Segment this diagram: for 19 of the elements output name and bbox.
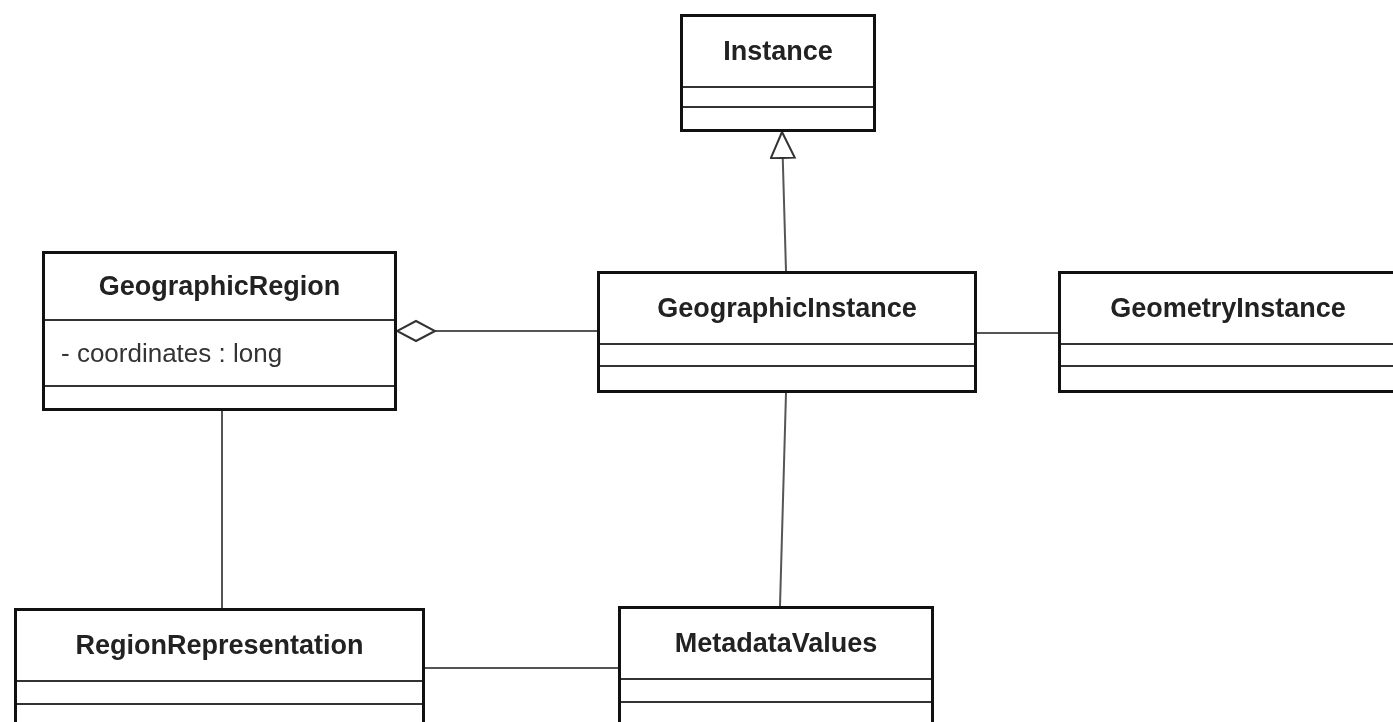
association-line (976, 332, 1059, 334)
class-box (14, 608, 425, 722)
attribute-text: - coordinates : long (61, 337, 283, 369)
association-line (779, 392, 787, 607)
class-box (618, 606, 934, 722)
class-name: RegionRepresentation (75, 630, 364, 661)
association-line (424, 667, 619, 669)
class-box (680, 14, 876, 132)
class-box (42, 251, 397, 411)
class-name: GeographicInstance (657, 293, 917, 324)
class-name: MetadataValues (674, 628, 878, 659)
class-box (1058, 271, 1393, 393)
class-name: GeometryInstance (1110, 293, 1346, 324)
generalization-arrow (769, 131, 796, 272)
class-name: Instance (723, 36, 833, 67)
aggregation-line (396, 320, 598, 342)
class-box (597, 271, 977, 393)
association-line (221, 410, 223, 609)
class-name: GeographicRegion (98, 271, 341, 302)
